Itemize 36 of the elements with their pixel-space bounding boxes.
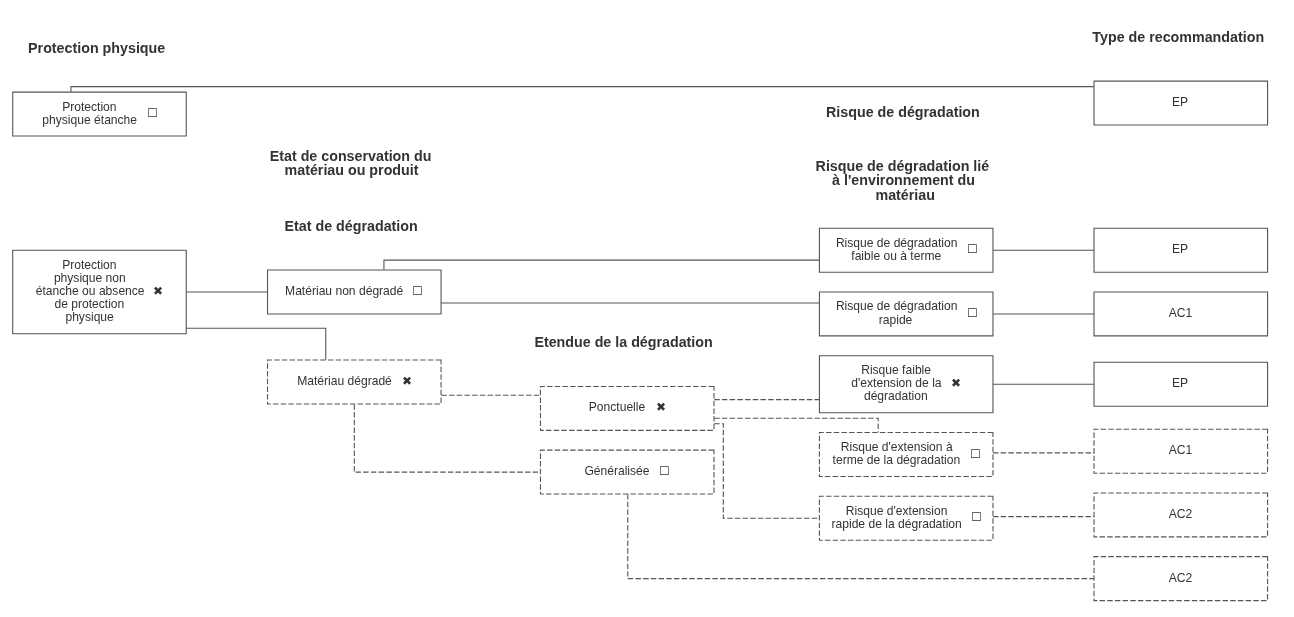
connector <box>992 383 1095 385</box>
label: Etat de conservation du matériau ou produit <box>269 147 432 178</box>
node-box: Matériau dégradé ✖ <box>266 359 442 405</box>
connector <box>70 85 1095 92</box>
connector <box>383 259 820 270</box>
label: Protection physique <box>28 39 166 56</box>
node-box: Protection physique non étanche ou absence de protection physique ✖ <box>12 249 187 334</box>
node-box: Risque faible d'extension de la dégradation ✖ <box>818 354 994 413</box>
label: Risque de dégradation <box>826 103 980 120</box>
node-box: Généralisée ☐ <box>539 449 715 495</box>
node-box: EP <box>1093 80 1269 126</box>
label: Type de recommandation <box>1092 28 1265 45</box>
connector <box>440 301 820 303</box>
node-box: Matériau non dégradé ☐ <box>266 268 442 314</box>
node-box: AC2 <box>1093 491 1269 537</box>
connector <box>992 312 1095 314</box>
connector <box>627 493 1095 579</box>
connector <box>713 417 879 433</box>
connector <box>185 327 327 360</box>
label: Risque de dégradation lié à l'environnement du matériau <box>815 157 990 203</box>
node-box: AC1 <box>1093 428 1269 474</box>
node-box: EP <box>1093 361 1269 407</box>
connector <box>713 422 820 519</box>
connector <box>992 451 1095 453</box>
connector <box>992 515 1095 517</box>
connector <box>440 394 541 396</box>
connector <box>185 290 268 293</box>
node-box: AC1 <box>1093 290 1269 336</box>
node-box: Ponctuelle ✖ <box>539 385 715 431</box>
connector <box>353 403 541 473</box>
node-box: EP <box>1093 227 1269 273</box>
node-box: AC2 <box>1093 555 1269 601</box>
connector <box>992 249 1095 251</box>
label: Etat de dégradation <box>284 217 418 234</box>
label: Etendue de la dégradation <box>534 333 713 350</box>
connector <box>713 398 820 400</box>
